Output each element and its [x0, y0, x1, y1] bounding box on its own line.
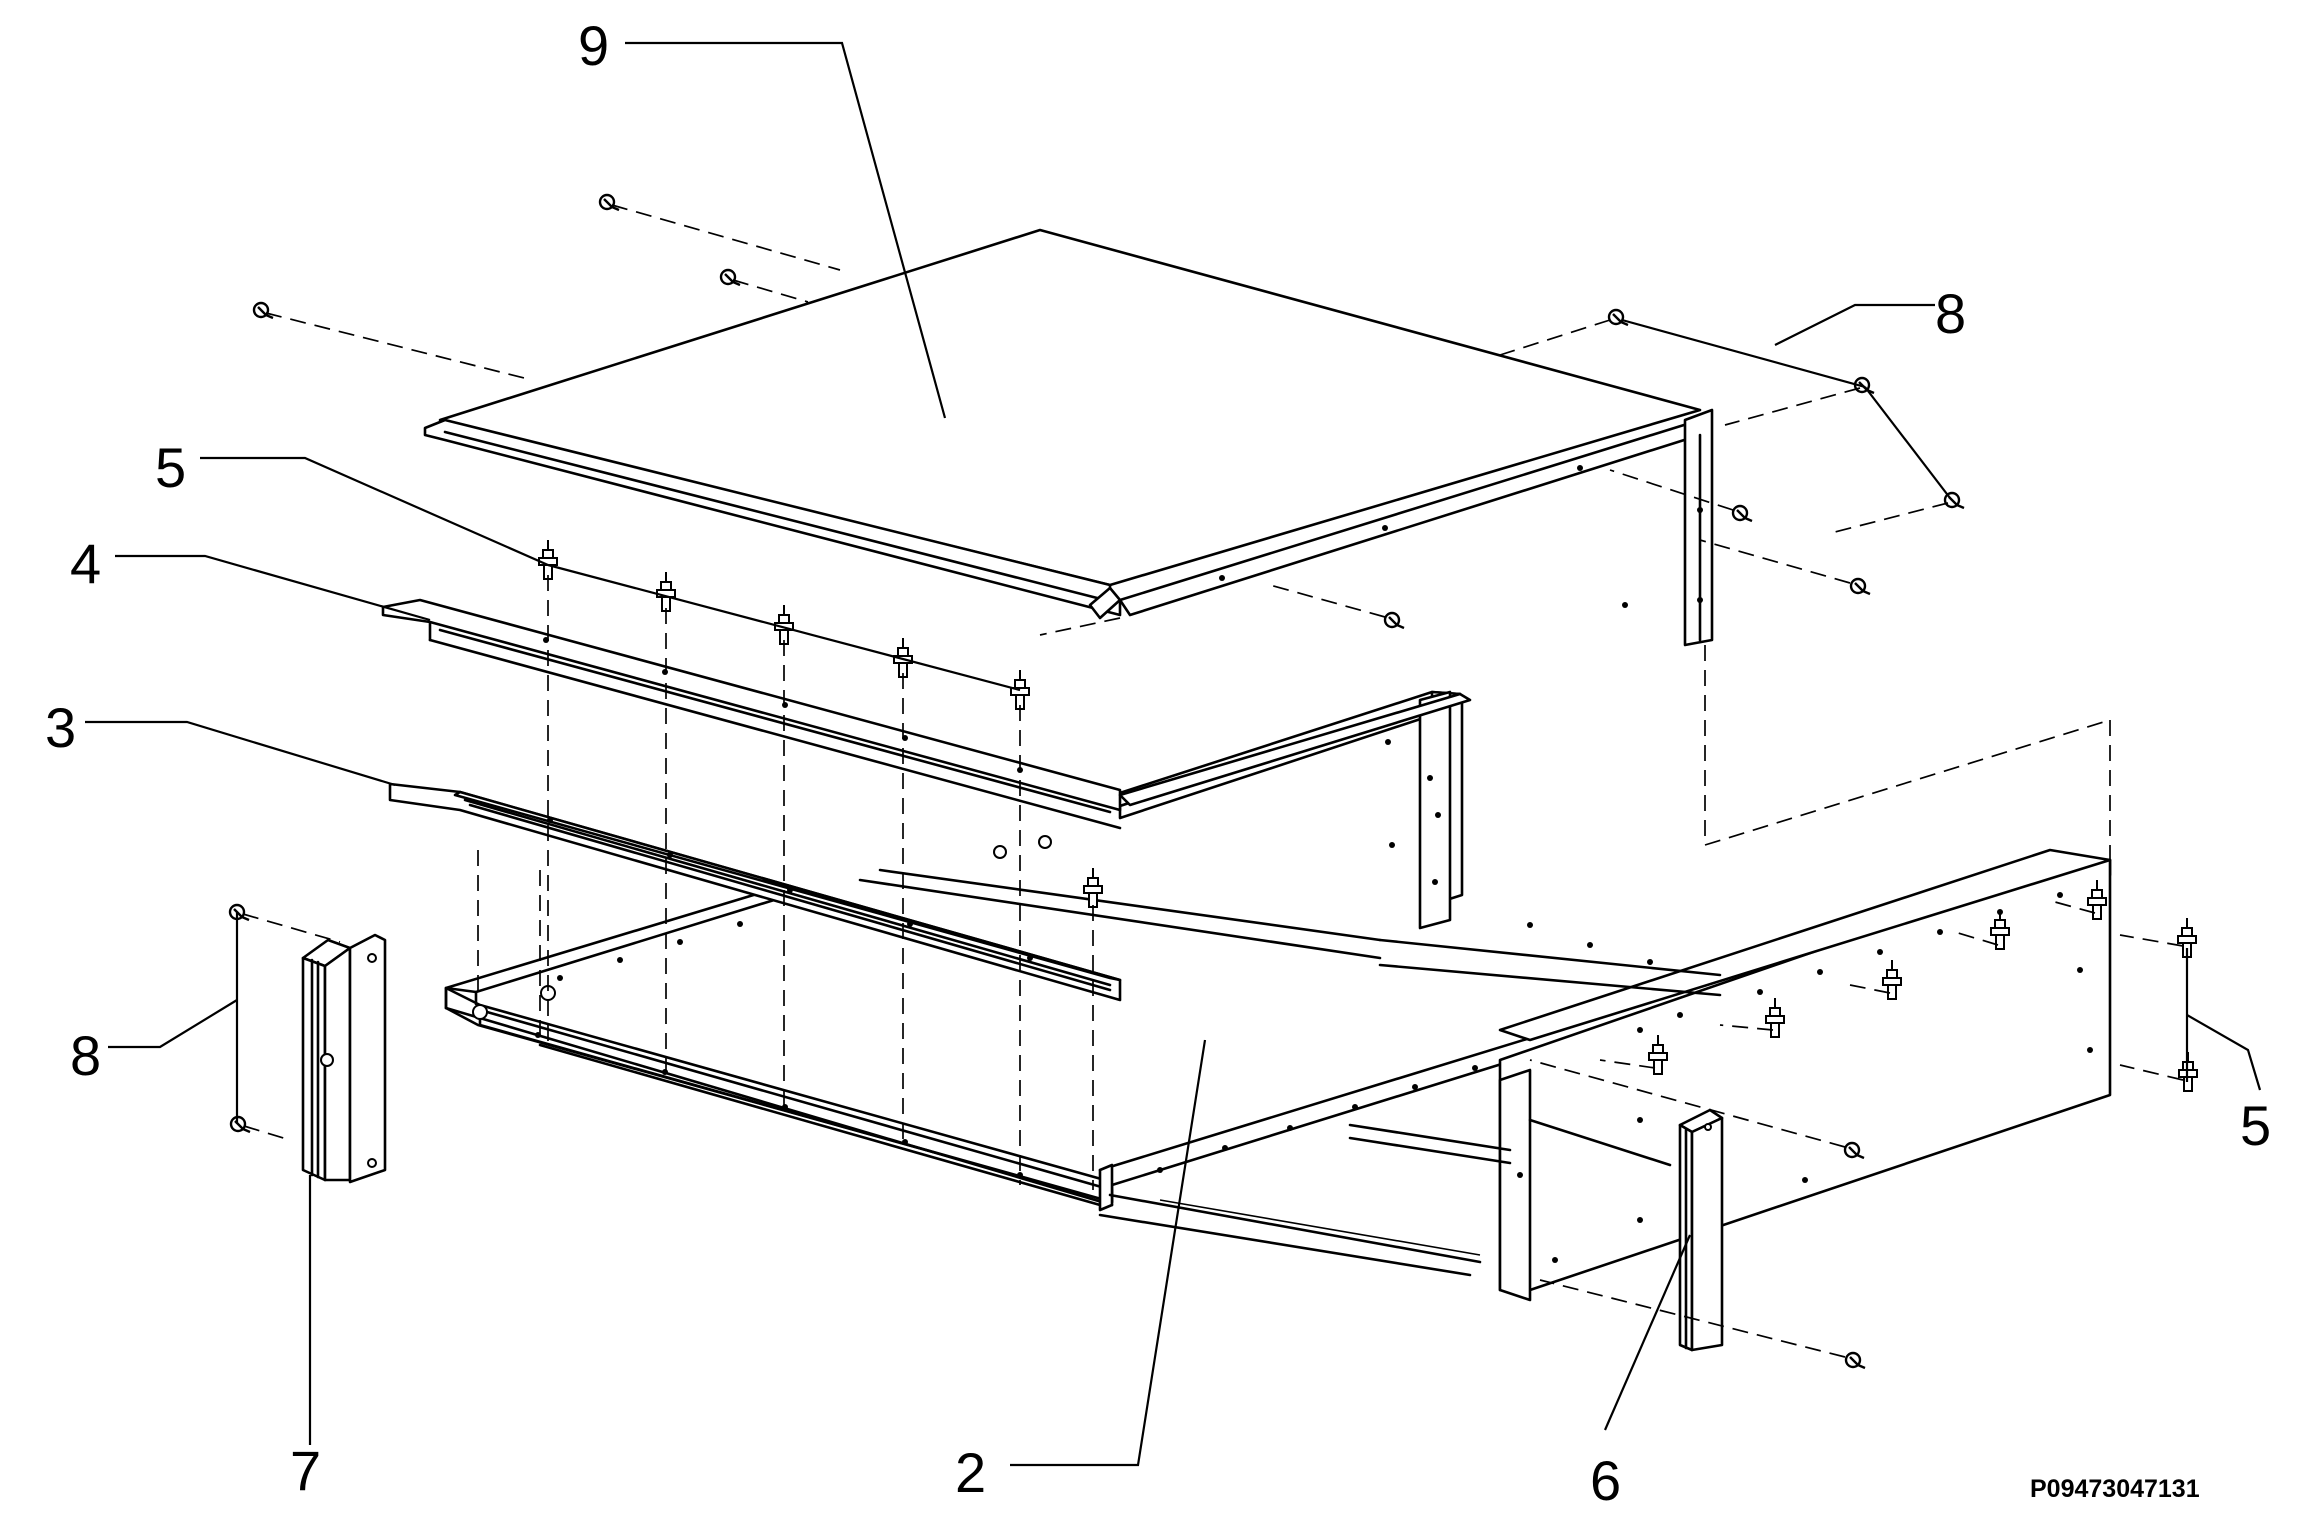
alignment-lines: [242, 204, 2184, 1358]
callout-5-left: 5: [155, 436, 186, 499]
callout-8-left: 8: [70, 1024, 101, 1087]
part-7-bracket: [301, 933, 387, 1184]
part-2-tray: [444, 690, 2112, 1302]
reference-code: P09473047131: [2030, 1475, 2200, 1503]
part-4-rail: [381, 598, 1472, 830]
callout-5-right: 5: [2240, 1094, 2271, 1157]
callouts: 9 8 5 4 3 8 7 2 6 5: [45, 14, 2271, 1512]
part-6-bracket: [1678, 1108, 1724, 1352]
callout-7: 7: [290, 1439, 321, 1502]
part-3-rail: [388, 782, 1122, 1002]
callout-4: 4: [70, 532, 101, 595]
tray-holes: [535, 739, 2093, 1263]
leader-lines: [85, 41, 2262, 1467]
callout-9: 9: [578, 14, 609, 77]
callout-3: 3: [45, 696, 76, 759]
callout-2: 2: [955, 1441, 986, 1504]
callout-8-top: 8: [1935, 282, 1966, 345]
part-9-cover: [423, 228, 1714, 647]
callout-6: 6: [1590, 1449, 1621, 1512]
